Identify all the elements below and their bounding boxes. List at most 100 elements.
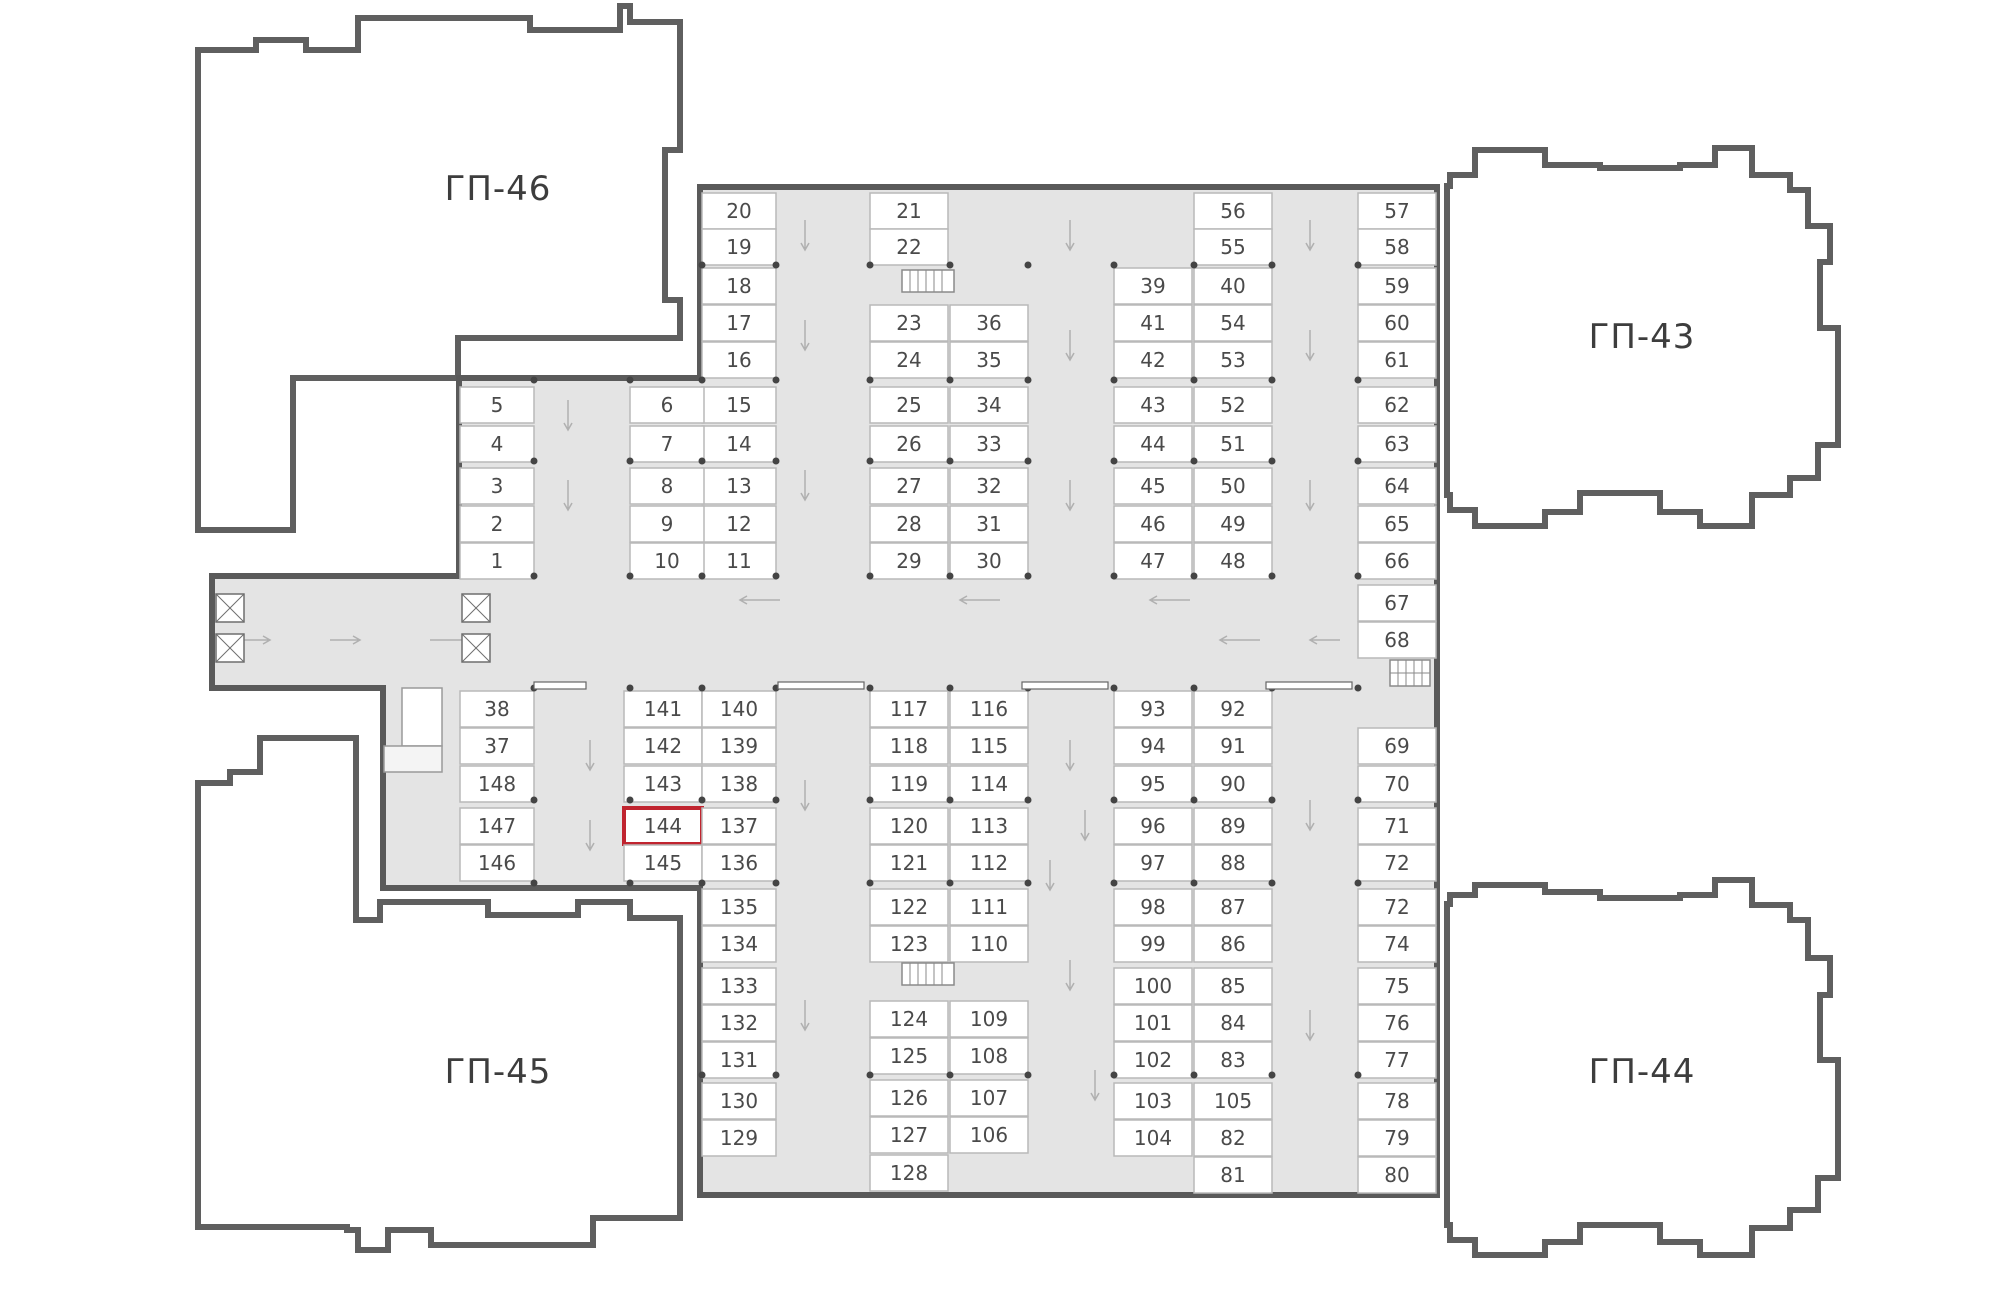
parking-slot-29[interactable]: 29 bbox=[869, 542, 949, 580]
parking-slot-33[interactable]: 33 bbox=[949, 425, 1029, 463]
parking-slot-141[interactable]: 141 bbox=[623, 690, 703, 728]
parking-slot-13[interactable]: 13 bbox=[701, 467, 777, 505]
parking-slot-17[interactable]: 17 bbox=[701, 304, 777, 342]
parking-slot-135[interactable]: 135 bbox=[701, 888, 777, 926]
parking-slot-64[interactable]: 64 bbox=[1357, 467, 1437, 505]
parking-slot-144[interactable]: 144 bbox=[622, 806, 704, 846]
parking-slot-113[interactable]: 113 bbox=[949, 807, 1029, 845]
parking-slot-28[interactable]: 28 bbox=[869, 505, 949, 543]
parking-slot-30[interactable]: 30 bbox=[949, 542, 1029, 580]
parking-slot-82[interactable]: 82 bbox=[1193, 1119, 1273, 1157]
parking-slot-122[interactable]: 122 bbox=[869, 888, 949, 926]
parking-slot-66[interactable]: 66 bbox=[1357, 542, 1437, 580]
parking-slot-97[interactable]: 97 bbox=[1113, 844, 1193, 882]
parking-slot-119[interactable]: 119 bbox=[869, 765, 949, 803]
parking-slot-104[interactable]: 104 bbox=[1113, 1119, 1193, 1157]
parking-slot-88[interactable]: 88 bbox=[1193, 844, 1273, 882]
parking-slot-116[interactable]: 116 bbox=[949, 690, 1029, 728]
parking-slot-75[interactable]: 75 bbox=[1357, 967, 1437, 1005]
parking-slot-100[interactable]: 100 bbox=[1113, 967, 1193, 1005]
parking-slot-80[interactable]: 80 bbox=[1357, 1156, 1437, 1194]
parking-slot-40[interactable]: 40 bbox=[1193, 267, 1273, 305]
parking-slot-38[interactable]: 38 bbox=[459, 690, 535, 728]
parking-slot-109[interactable]: 109 bbox=[949, 1000, 1029, 1038]
parking-slot-110[interactable]: 110 bbox=[949, 925, 1029, 963]
parking-slot-34[interactable]: 34 bbox=[949, 386, 1029, 424]
parking-slot-43[interactable]: 43 bbox=[1113, 386, 1193, 424]
parking-slot-114[interactable]: 114 bbox=[949, 765, 1029, 803]
parking-slot-128[interactable]: 128 bbox=[869, 1154, 949, 1192]
parking-slot-79[interactable]: 79 bbox=[1357, 1119, 1437, 1157]
parking-slot-143[interactable]: 143 bbox=[623, 765, 703, 803]
parking-slot-61[interactable]: 61 bbox=[1357, 341, 1437, 379]
parking-slot-48[interactable]: 48 bbox=[1193, 542, 1273, 580]
parking-slot-81[interactable]: 81 bbox=[1193, 1156, 1273, 1194]
parking-slot-52[interactable]: 52 bbox=[1193, 386, 1273, 424]
parking-slot-5[interactable]: 5 bbox=[459, 386, 535, 424]
parking-slot-112[interactable]: 112 bbox=[949, 844, 1029, 882]
parking-slot-126[interactable]: 126 bbox=[869, 1079, 949, 1117]
parking-slot-59[interactable]: 59 bbox=[1357, 267, 1437, 305]
parking-slot-84[interactable]: 84 bbox=[1193, 1004, 1273, 1042]
parking-slot-9[interactable]: 9 bbox=[629, 505, 705, 543]
parking-slot-101[interactable]: 101 bbox=[1113, 1004, 1193, 1042]
parking-slot-111[interactable]: 111 bbox=[949, 888, 1029, 926]
parking-slot-16[interactable]: 16 bbox=[701, 341, 777, 379]
parking-slot-69[interactable]: 69 bbox=[1357, 727, 1437, 765]
parking-slot-95[interactable]: 95 bbox=[1113, 765, 1193, 803]
parking-slot-83[interactable]: 83 bbox=[1193, 1041, 1273, 1079]
parking-slot-23[interactable]: 23 bbox=[869, 304, 949, 342]
parking-slot-140[interactable]: 140 bbox=[701, 690, 777, 728]
parking-slot-26[interactable]: 26 bbox=[869, 425, 949, 463]
parking-slot-11[interactable]: 11 bbox=[701, 542, 777, 580]
parking-slot-45[interactable]: 45 bbox=[1113, 467, 1193, 505]
parking-slot-27[interactable]: 27 bbox=[869, 467, 949, 505]
parking-slot-71[interactable]: 71 bbox=[1357, 807, 1437, 845]
parking-slot-145[interactable]: 145 bbox=[623, 844, 703, 882]
parking-slot-60[interactable]: 60 bbox=[1357, 304, 1437, 342]
parking-slot-90[interactable]: 90 bbox=[1193, 765, 1273, 803]
parking-slot-46[interactable]: 46 bbox=[1113, 505, 1193, 543]
parking-slot-129[interactable]: 129 bbox=[701, 1119, 777, 1157]
parking-slot-19[interactable]: 19 bbox=[701, 228, 777, 266]
parking-slot-76[interactable]: 76 bbox=[1357, 1004, 1437, 1042]
parking-slot-8[interactable]: 8 bbox=[629, 467, 705, 505]
parking-slot-14[interactable]: 14 bbox=[701, 425, 777, 463]
parking-slot-68[interactable]: 68 bbox=[1357, 621, 1437, 659]
parking-slot-125[interactable]: 125 bbox=[869, 1037, 949, 1075]
parking-slot-87[interactable]: 87 bbox=[1193, 888, 1273, 926]
parking-slot-133[interactable]: 133 bbox=[701, 967, 777, 1005]
parking-slot-106[interactable]: 106 bbox=[949, 1116, 1029, 1154]
parking-slot-139[interactable]: 139 bbox=[701, 727, 777, 765]
parking-slot-63[interactable]: 63 bbox=[1357, 425, 1437, 463]
parking-slot-146[interactable]: 146 bbox=[459, 844, 535, 882]
parking-slot-107[interactable]: 107 bbox=[949, 1079, 1029, 1117]
parking-slot-55[interactable]: 55 bbox=[1193, 228, 1273, 266]
parking-slot-105[interactable]: 105 bbox=[1193, 1082, 1273, 1120]
parking-slot-115[interactable]: 115 bbox=[949, 727, 1029, 765]
parking-slot-124[interactable]: 124 bbox=[869, 1000, 949, 1038]
parking-slot-92[interactable]: 92 bbox=[1193, 690, 1273, 728]
parking-slot-142[interactable]: 142 bbox=[623, 727, 703, 765]
parking-slot-77[interactable]: 77 bbox=[1357, 1041, 1437, 1079]
parking-slot-99[interactable]: 99 bbox=[1113, 925, 1193, 963]
parking-slot-37[interactable]: 37 bbox=[459, 727, 535, 765]
parking-slot-42[interactable]: 42 bbox=[1113, 341, 1193, 379]
parking-slot-130[interactable]: 130 bbox=[701, 1082, 777, 1120]
parking-slot-94[interactable]: 94 bbox=[1113, 727, 1193, 765]
parking-slot-39[interactable]: 39 bbox=[1113, 267, 1193, 305]
parking-slot-4[interactable]: 4 bbox=[459, 425, 535, 463]
parking-slot-49[interactable]: 49 bbox=[1193, 505, 1273, 543]
parking-slot-132[interactable]: 132 bbox=[701, 1004, 777, 1042]
parking-slot-47[interactable]: 47 bbox=[1113, 542, 1193, 580]
parking-slot-91[interactable]: 91 bbox=[1193, 727, 1273, 765]
parking-slot-15[interactable]: 15 bbox=[701, 386, 777, 424]
parking-slot-21[interactable]: 21 bbox=[869, 192, 949, 230]
parking-slot-121[interactable]: 121 bbox=[869, 844, 949, 882]
parking-slot-20[interactable]: 20 bbox=[701, 192, 777, 230]
parking-slot-50[interactable]: 50 bbox=[1193, 467, 1273, 505]
parking-slot-137[interactable]: 137 bbox=[701, 807, 777, 845]
parking-slot-86[interactable]: 86 bbox=[1193, 925, 1273, 963]
parking-slot-108[interactable]: 108 bbox=[949, 1037, 1029, 1075]
parking-slot-7[interactable]: 7 bbox=[629, 425, 705, 463]
